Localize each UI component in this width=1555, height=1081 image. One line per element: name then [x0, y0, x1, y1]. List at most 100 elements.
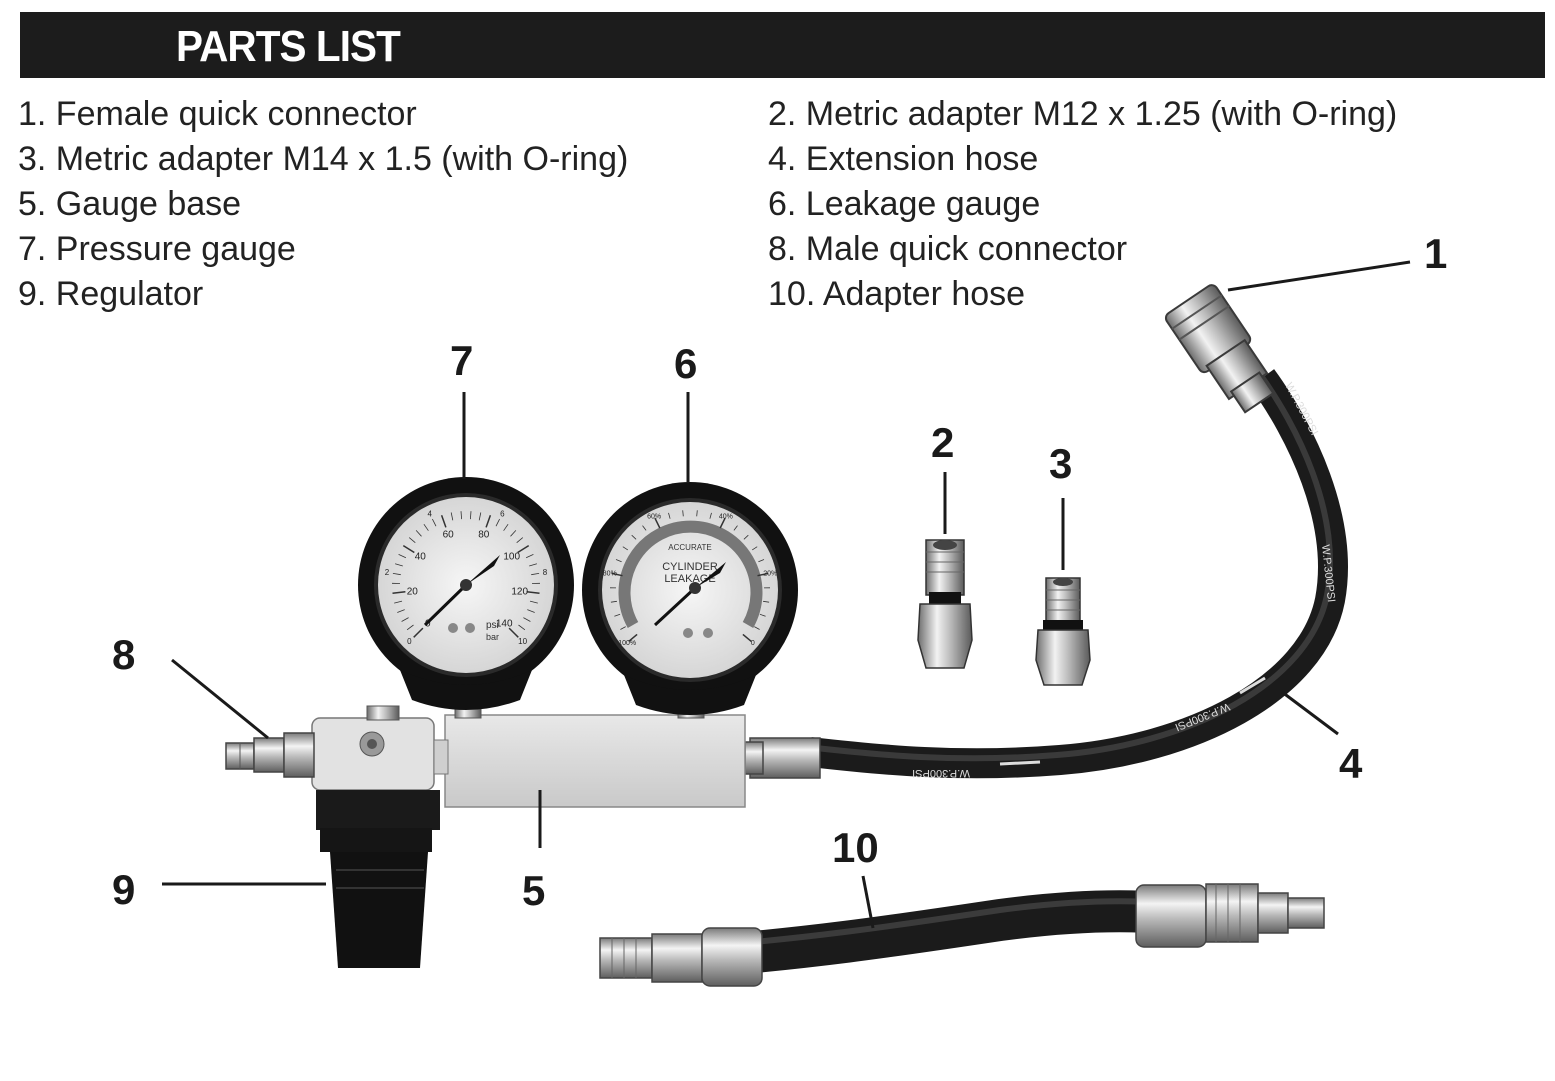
parts-list-title: PARTS LIST — [176, 22, 401, 71]
pressure-tick-12 — [415, 530, 422, 537]
pressure-tick-1 — [406, 624, 414, 631]
bar-label-1: 2 — [385, 568, 390, 577]
pressure-tick-0 — [413, 627, 424, 638]
leakage-tick-23 — [759, 613, 766, 617]
pct-label-2: 60% — [647, 514, 661, 521]
pressure-tick-24 — [516, 537, 524, 544]
callout-9: 9 — [112, 866, 135, 913]
pressure-tick-13 — [423, 523, 429, 531]
leakage-tick-18 — [751, 546, 758, 551]
pressure-gauge-ticks — [391, 511, 541, 638]
female-quick-connector — [1164, 284, 1275, 414]
metric-adapter-m12 — [917, 539, 973, 669]
pressure-tick-26 — [525, 554, 534, 559]
leakage-tick-6 — [615, 559, 622, 563]
pct-label-3: 40% — [719, 514, 733, 521]
part-item-7: 7. Pressure gauge — [18, 230, 296, 268]
leakage-tick-10 — [654, 517, 661, 529]
leakage-tick-20 — [757, 572, 769, 577]
leakage-tick-13 — [696, 510, 698, 517]
regulator — [311, 705, 449, 968]
leakage-tick-7 — [622, 546, 629, 551]
part-item-5: 5. Gauge base — [18, 185, 242, 223]
leakage-gauge-ticks — [609, 510, 771, 642]
pressure-tick-34 — [518, 624, 526, 631]
pressure-tick-21 — [495, 518, 500, 527]
leakage-tick-9 — [642, 525, 647, 531]
metric-adapter-m14 — [1035, 577, 1091, 686]
part-item-1: 1. Female quick connector — [18, 95, 417, 133]
leakage-tick-1 — [620, 626, 626, 630]
pressure-gauge-unit-psi: psi — [486, 620, 499, 631]
leakage-gauge-label-line1: CYLINDER — [662, 561, 718, 573]
psi-label-6: 120 — [511, 586, 528, 597]
pressure-tick-16 — [450, 512, 454, 521]
pressure-tick-35 — [508, 627, 519, 638]
leakage-tick-17 — [743, 534, 749, 540]
psi-label-7: 140 — [496, 619, 513, 630]
bar-label-3: 6 — [500, 509, 505, 518]
pressure-tick-3 — [397, 609, 405, 613]
part-item-10: 10. Adapter hose — [768, 275, 1026, 313]
callout-4: 4 — [1339, 740, 1363, 787]
bar-label-5: 10 — [518, 637, 527, 646]
pressure-tick-22 — [503, 523, 509, 531]
pressure-tick-15 — [440, 514, 447, 528]
part-item-8: 8. Male quick connector — [768, 230, 1128, 268]
pressure-tick-23 — [510, 530, 517, 537]
part-item-3: 3. Metric adapter M14 x 1.5 (with O-ring… — [18, 140, 629, 178]
pressure-tick-25 — [517, 544, 530, 554]
pressure-tick-27 — [529, 563, 538, 567]
psi-label-4: 80 — [478, 529, 490, 540]
adapter-hose — [599, 883, 1325, 987]
leakage-tick-5 — [611, 572, 623, 577]
pressure-tick-28 — [531, 573, 540, 576]
leakage-tick-3 — [610, 600, 617, 603]
pressure-gauge-unit-bar: bar — [486, 632, 499, 642]
leakage-tick-15 — [719, 517, 726, 529]
pct-label-1: 80% — [603, 570, 617, 577]
pressure-tick-30 — [526, 591, 540, 595]
pressure-tick-8 — [394, 563, 403, 567]
parts-list-right-column: 2. Metric adapter M12 x 1.25 (with O-rin… — [768, 92, 1397, 317]
pressure-tick-14 — [432, 518, 437, 527]
pressure-tick-32 — [527, 609, 535, 613]
bar-label-0: 0 — [407, 637, 412, 646]
pressure-tick-10 — [402, 544, 415, 554]
pressure-tick-11 — [408, 537, 416, 544]
callout-3: 3 — [1049, 440, 1072, 487]
leakage-tick-24 — [754, 626, 760, 630]
part-item-9: 9. Regulator — [18, 275, 204, 313]
pressure-tick-9 — [398, 554, 407, 559]
leakage-tick-25 — [742, 633, 752, 642]
hose-print-bottom: W.P.300PSI — [912, 767, 970, 779]
pressure-tick-4 — [394, 600, 403, 604]
leakage-gauge: 100%80%60%40%20%0 ACCURATE CYLINDER LEAK… — [582, 482, 798, 715]
bar-label-4: 8 — [543, 568, 548, 577]
callout-1: 1 — [1424, 230, 1447, 277]
leakage-tick-12 — [682, 510, 684, 517]
callout-leaders — [162, 260, 1411, 929]
callout-2: 2 — [931, 419, 954, 466]
parts-list-left-column: 1. Female quick connector 3. Metric adap… — [18, 92, 628, 317]
part-item-2: 2. Metric adapter M12 x 1.25 (with O-rin… — [768, 95, 1398, 133]
callout-7: 7 — [450, 337, 473, 384]
psi-label-2: 40 — [415, 552, 427, 563]
leakage-tick-11 — [668, 512, 671, 519]
leakage-tick-8 — [631, 534, 637, 540]
leakage-tick-19 — [758, 559, 765, 563]
pressure-tick-31 — [529, 600, 538, 604]
part-item-4: 4. Extension hose — [768, 140, 1039, 178]
bar-label-2: 4 — [427, 509, 432, 518]
pressure-tick-18 — [470, 511, 472, 520]
pressure-tick-17 — [460, 511, 462, 520]
male-quick-connector — [225, 732, 315, 778]
pct-label-0: 100% — [618, 640, 636, 647]
leakage-gauge-percent-scale: 100%80%60%40%20%0 — [603, 514, 777, 647]
pressure-tick-2 — [401, 617, 409, 622]
psi-label-5: 100 — [503, 552, 520, 563]
leakage-tick-14 — [709, 512, 712, 519]
pressure-tick-20 — [485, 514, 492, 528]
